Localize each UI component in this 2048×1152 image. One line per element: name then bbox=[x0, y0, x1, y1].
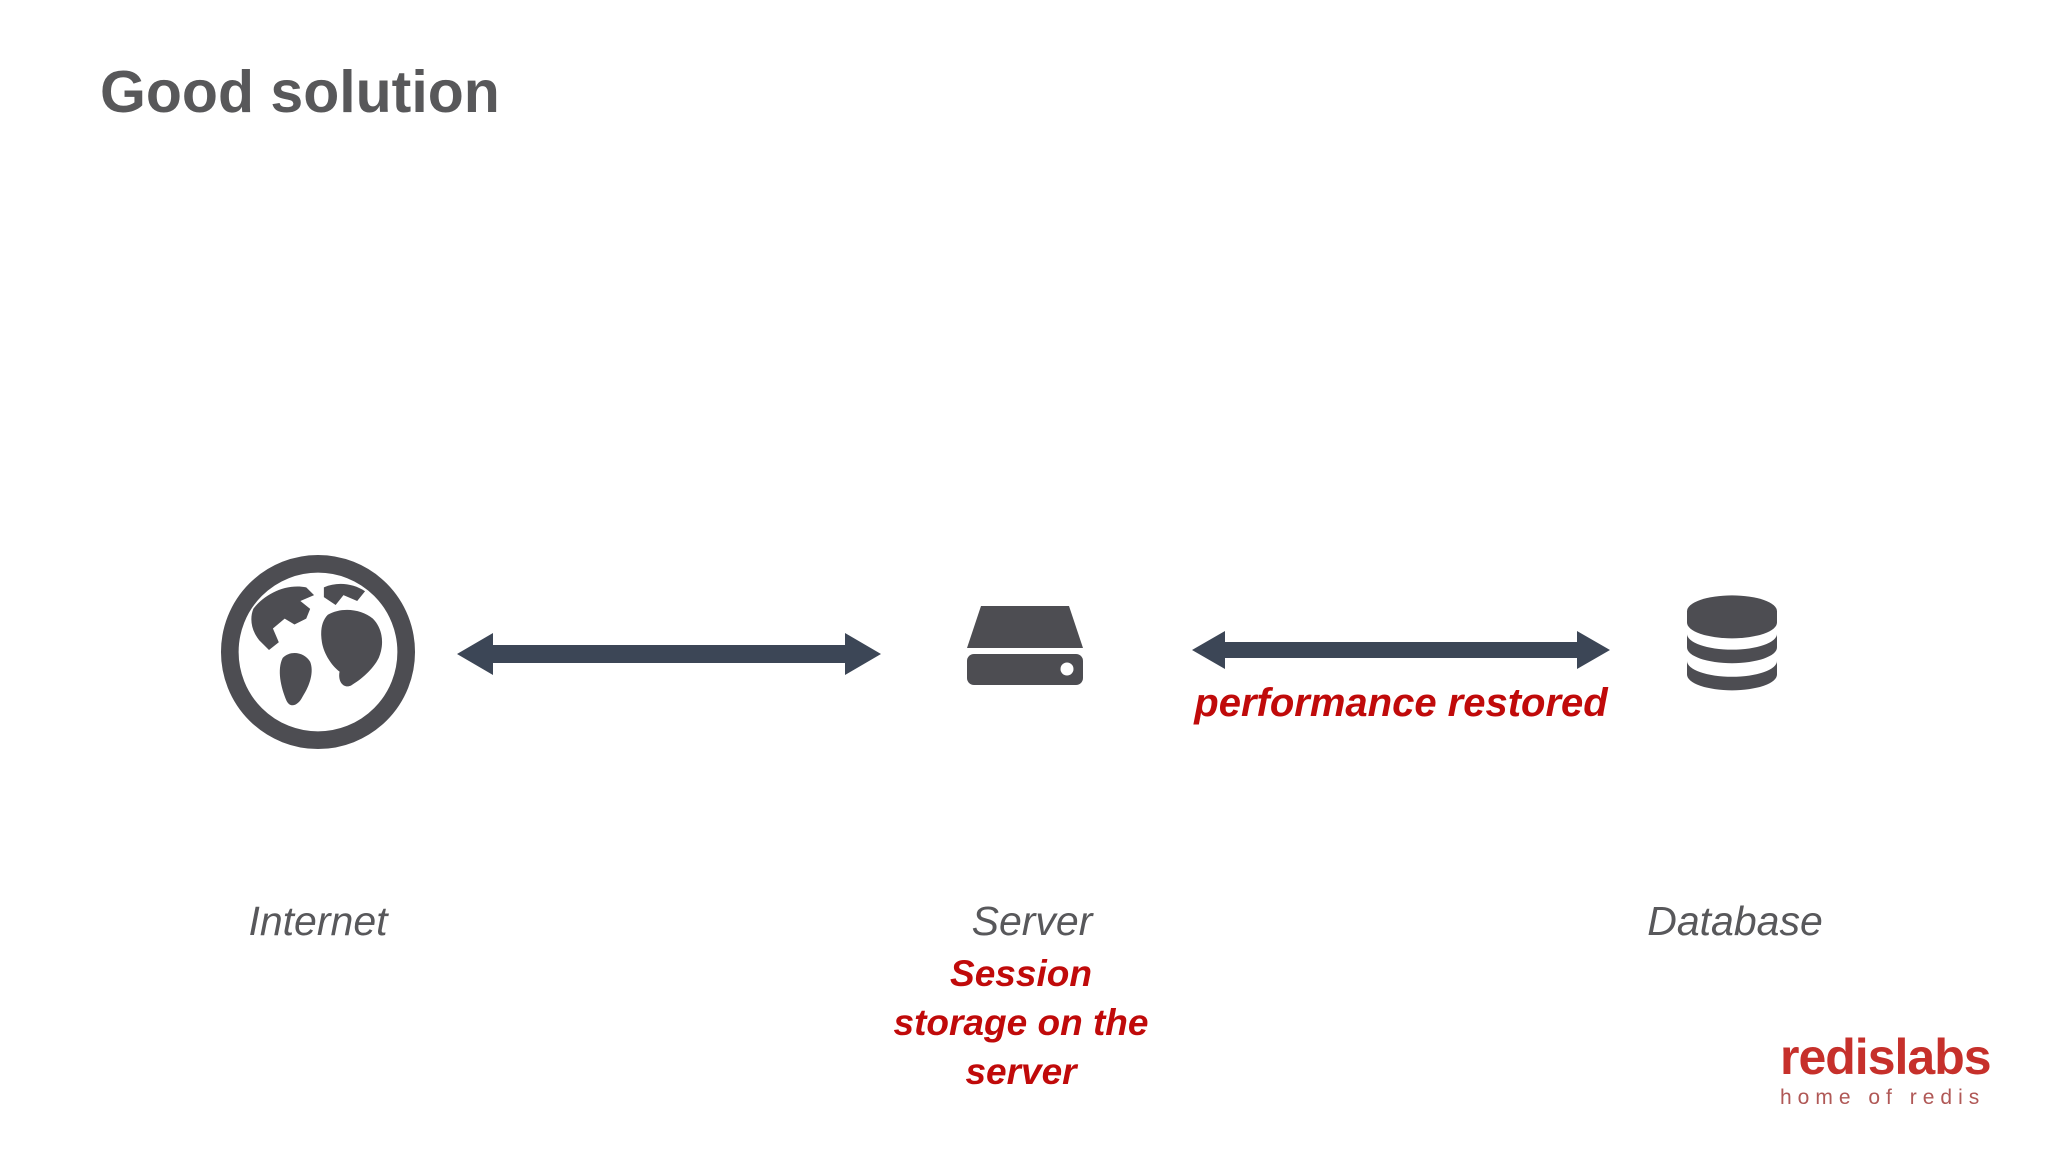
slide-title: Good solution bbox=[100, 59, 500, 125]
server-database-arrow-icon bbox=[1192, 628, 1610, 672]
database-label: Database bbox=[1647, 898, 1823, 944]
server-icon bbox=[967, 604, 1083, 686]
internet-server-arrow-icon bbox=[457, 630, 881, 678]
server-label: Server bbox=[971, 898, 1093, 944]
redislabs-logo: redislabs home of redis bbox=[1780, 1032, 2010, 1110]
globe-icon bbox=[220, 554, 416, 750]
performance-restored-label: performance restored bbox=[1194, 681, 1608, 725]
internet-label: Internet bbox=[248, 898, 388, 944]
database-icon bbox=[1682, 592, 1782, 696]
logo-tagline: home of redis bbox=[1780, 1086, 1986, 1109]
session-storage-note: Session storage on the server bbox=[893, 953, 1149, 1092]
logo-wordmark: redislabs bbox=[1780, 1029, 1992, 1085]
